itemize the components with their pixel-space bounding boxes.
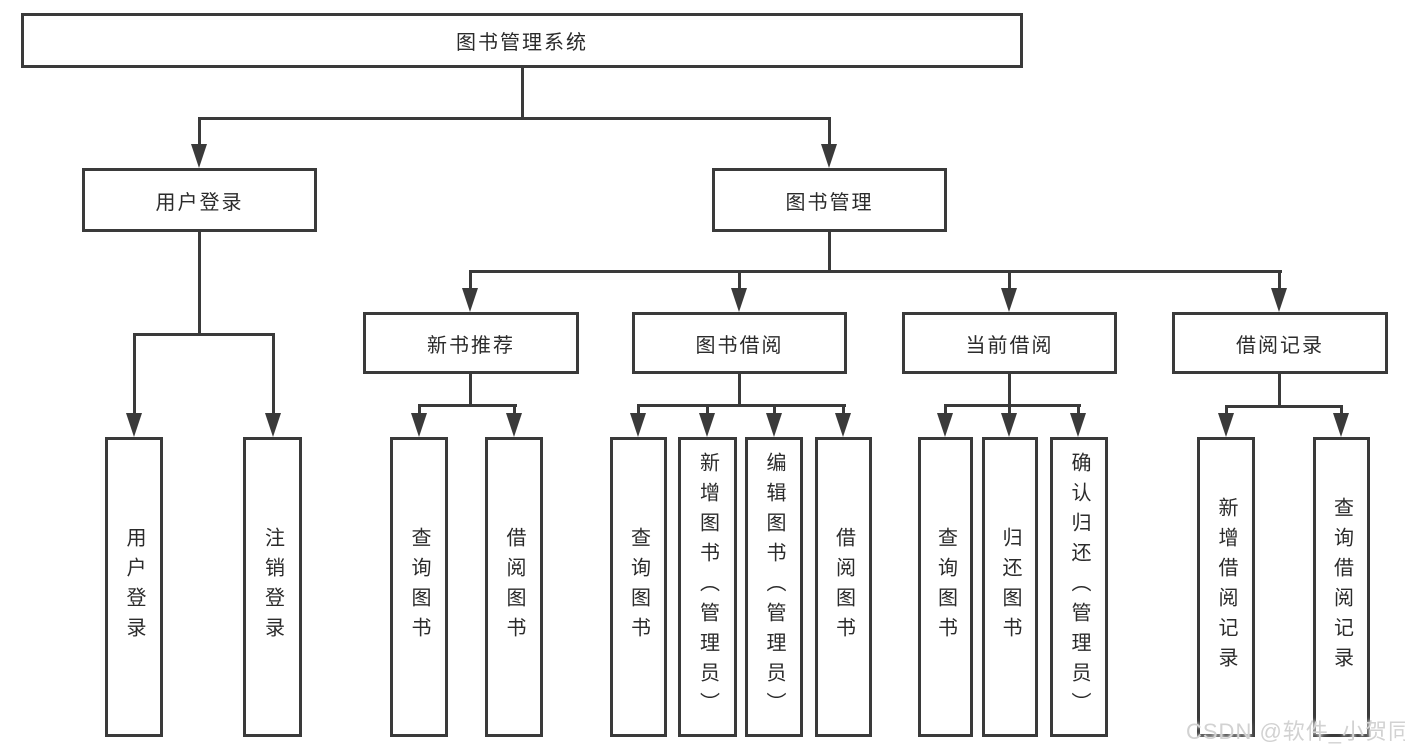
leaf-query-books-recommend: 查询图书 <box>390 437 448 737</box>
connector-root-trunk <box>521 68 524 118</box>
connector-current-borrow-hbar <box>944 404 1081 407</box>
connector-drop-borrow-records <box>1278 270 1281 292</box>
connector-borrow-records-hbar <box>1225 405 1343 408</box>
leaf-return-books: 归还图书 <box>982 437 1038 737</box>
leaf-borrow-books-recommend-label: 借阅图书 <box>503 527 525 647</box>
node-new-book-recommend-label: 新书推荐 <box>427 334 515 357</box>
connector-book-borrow-trunk <box>738 374 741 407</box>
leaf-logout: 注销登录 <box>243 437 302 737</box>
connector-drop <box>1077 404 1080 417</box>
leaf-return-books-label: 归还图书 <box>999 527 1021 647</box>
node-borrow-records-label: 借阅记录 <box>1236 334 1324 357</box>
leaf-add-books-admin: 新增图书（管理员） <box>678 437 737 737</box>
connector-book-borrow-hbar <box>637 404 846 407</box>
node-new-book-recommend: 新书推荐 <box>363 312 579 374</box>
connector-drop-leaf-logout <box>272 333 275 417</box>
node-book-borrow-label: 图书借阅 <box>695 334 784 357</box>
csdn-watermark: CSDN @软件_小贺同学 <box>1186 719 1405 744</box>
arrow-down-icon <box>411 413 427 437</box>
node-user-login-label: 用户登录 <box>155 191 244 214</box>
leaf-query-books-current-label: 查询图书 <box>934 527 957 647</box>
leaf-query-books-borrow: 查询图书 <box>610 437 667 737</box>
connector-book-management-hbar <box>469 270 1282 273</box>
connector-drop <box>706 404 709 417</box>
connector-drop <box>842 404 845 417</box>
node-book-management: 图书管理 <box>712 168 947 232</box>
connector-drop <box>1340 405 1343 417</box>
leaf-borrow-books: 借阅图书 <box>815 437 872 737</box>
connector-book-management-trunk <box>828 232 831 273</box>
leaf-logout-label: 注销登录 <box>261 527 284 647</box>
arrow-down-icon <box>506 413 522 437</box>
leaf-query-books-current: 查询图书 <box>918 437 973 737</box>
leaf-add-borrow-record-label: 新增借阅记录 <box>1215 497 1237 677</box>
connector-drop <box>1225 405 1228 417</box>
arrow-down-icon <box>1070 413 1086 437</box>
leaf-borrow-books-label: 借阅图书 <box>832 527 855 647</box>
arrow-down-icon <box>1333 413 1349 437</box>
connector-drop <box>773 404 776 417</box>
node-book-management-label: 图书管理 <box>785 191 874 214</box>
leaf-query-books-borrow-label: 查询图书 <box>627 527 650 647</box>
node-root-label: 图书管理系统 <box>456 32 588 54</box>
leaf-add-books-admin-label: 新增图书（管理员） <box>696 452 719 722</box>
arrow-down-icon <box>191 144 207 168</box>
leaf-query-books-recommend-label: 查询图书 <box>408 527 430 647</box>
connector-drop <box>418 404 421 417</box>
leaf-borrow-books-recommend: 借阅图书 <box>485 437 543 737</box>
node-root: 图书管理系统 <box>21 13 1023 68</box>
leaf-user-login: 用户登录 <box>105 437 163 737</box>
node-current-borrow: 当前借阅 <box>902 312 1117 374</box>
connector-drop <box>944 404 947 417</box>
connector-drop-user-login <box>198 117 201 146</box>
connector-new-book-trunk <box>469 374 472 407</box>
arrow-down-icon <box>1001 288 1017 312</box>
arrow-down-icon <box>835 413 851 437</box>
arrow-down-icon <box>699 413 715 437</box>
arrow-down-icon <box>1271 288 1287 312</box>
leaf-user-login-label: 用户登录 <box>123 527 145 647</box>
leaf-confirm-return-admin-label: 确认归还（管理员） <box>1068 452 1090 722</box>
connector-drop-book-borrow <box>738 270 741 292</box>
leaf-edit-books-admin-label: 编辑图书（管理员） <box>763 452 785 722</box>
arrow-down-icon <box>937 413 953 437</box>
arrow-down-icon <box>265 413 281 437</box>
connector-user-login-hbar <box>133 333 275 336</box>
leaf-query-borrow-record-label: 查询借阅记录 <box>1330 497 1353 677</box>
connector-drop <box>637 404 640 417</box>
leaf-add-borrow-record: 新增借阅记录 <box>1197 437 1255 737</box>
node-current-borrow-label: 当前借阅 <box>965 334 1054 357</box>
connector-root-hbar <box>198 117 831 120</box>
arrow-down-icon <box>821 144 837 168</box>
arrow-down-icon <box>630 413 646 437</box>
arrow-down-icon <box>462 288 478 312</box>
connector-drop-new-book-recommend <box>469 270 472 292</box>
connector-drop-leaf-user-login <box>133 333 136 417</box>
leaf-query-borrow-record: 查询借阅记录 <box>1313 437 1370 737</box>
connector-user-login-trunk <box>198 232 201 336</box>
connector-current-borrow-trunk <box>1008 374 1011 407</box>
arrow-down-icon <box>731 288 747 312</box>
node-borrow-records: 借阅记录 <box>1172 312 1388 374</box>
connector-drop <box>1008 404 1011 417</box>
arrow-down-icon <box>766 413 782 437</box>
leaf-edit-books-admin: 编辑图书（管理员） <box>745 437 803 737</box>
connector-new-book-hbar <box>418 404 517 407</box>
connector-borrow-records-trunk <box>1278 374 1281 408</box>
connector-drop <box>513 404 516 417</box>
arrow-down-icon <box>1001 413 1017 437</box>
arrow-down-icon <box>1218 413 1234 437</box>
node-book-borrow: 图书借阅 <box>632 312 847 374</box>
node-user-login: 用户登录 <box>82 168 317 232</box>
leaf-confirm-return-admin: 确认归还（管理员） <box>1050 437 1108 737</box>
arrow-down-icon <box>126 413 142 437</box>
connector-drop-current-borrow <box>1008 270 1011 292</box>
connector-drop-book-management <box>828 117 831 146</box>
